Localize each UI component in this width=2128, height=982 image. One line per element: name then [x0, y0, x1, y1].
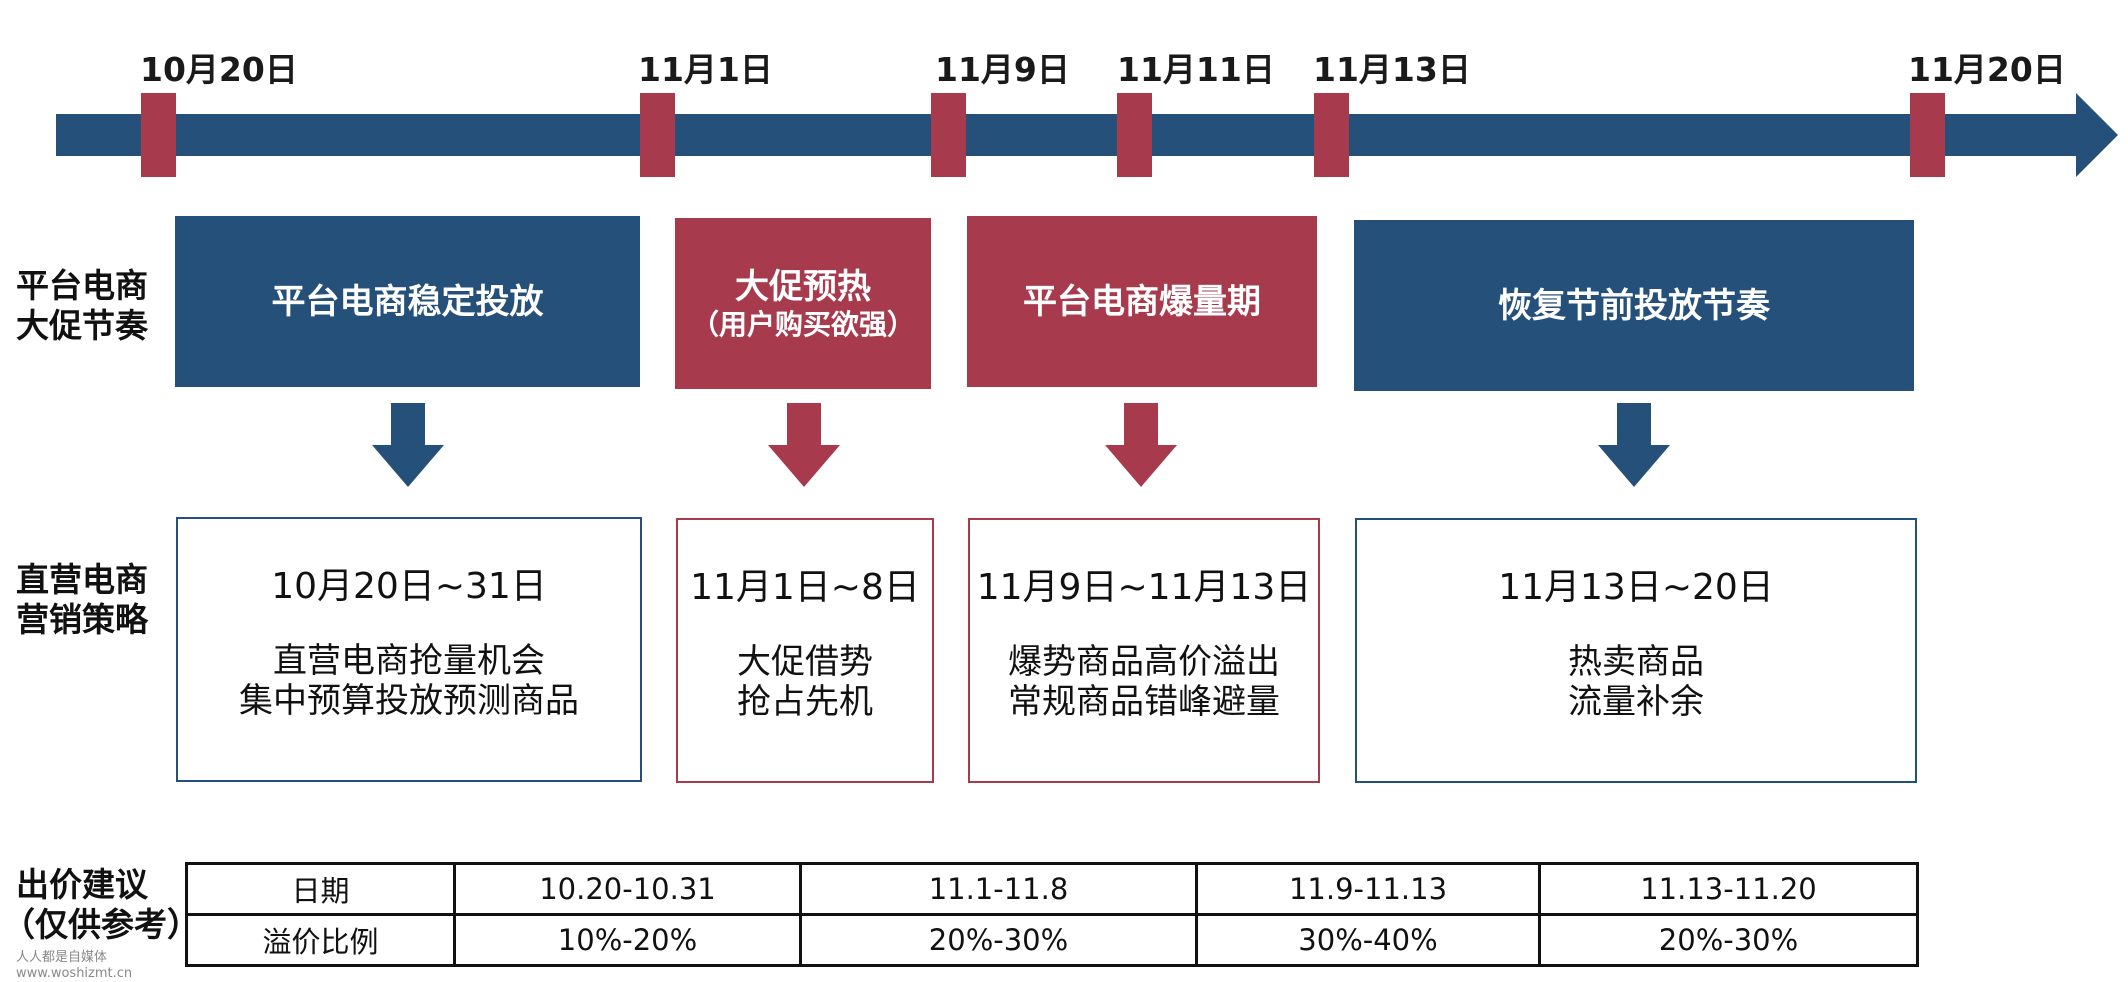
table-cell: 溢价比例 — [185, 913, 456, 967]
row-label-bid: 出价建议 （仅供参考） — [2, 865, 200, 945]
strategy-line: 热卖商品 — [1568, 642, 1704, 682]
strategy-line: 常规商品错峰避量 — [1008, 682, 1280, 722]
row-label-line: （仅供参考） — [2, 905, 200, 944]
strategy-box-nov13: 11月13日~20日 热卖商品 流量补余 — [1355, 518, 1917, 783]
strategy-text: 爆势商品高价溢出 常规商品错峰避量 — [1008, 642, 1280, 722]
strategy-box-nov9: 11月9日~11月13日 爆势商品高价溢出 常规商品错峰避量 — [968, 518, 1320, 783]
row-label-strategy: 直营电商 营销策略 — [16, 560, 148, 640]
table-row: 溢价比例 10%-20% 20%-30% 30%-40% 20%-30% — [185, 913, 1919, 967]
timeline-marker-nov1 — [640, 93, 675, 177]
watermark-line: www.woshizmt.cn — [16, 966, 133, 981]
table-cell: 20%-30% — [799, 913, 1198, 967]
phase-stable-delivery: 平台电商稳定投放 — [175, 216, 640, 387]
strategy-date-range: 11月9日~11月13日 — [976, 567, 1312, 608]
strategy-line: 大促借势 — [737, 642, 873, 682]
phase-pre-heat: 大促预热 （用户购买欲强） — [675, 218, 931, 389]
phase-subtitle: （用户购买欲强） — [690, 307, 915, 341]
table-cell: 11.13-11.20 — [1538, 862, 1919, 916]
strategy-text: 大促借势 抢占先机 — [737, 642, 873, 722]
row-label-line: 营销策略 — [16, 600, 148, 639]
phase-title: 恢复节前投放节奏 — [1498, 285, 1770, 326]
table-cell: 日期 — [185, 862, 456, 916]
table-cell: 11.1-11.8 — [799, 862, 1198, 916]
table-row: 日期 10.20-10.31 11.1-11.8 11.9-11.13 11.1… — [185, 862, 1919, 916]
strategy-box-oct: 10月20日~31日 直营电商抢量机会 集中预算投放预测商品 — [176, 517, 642, 782]
date-label: 11月1日 — [638, 50, 773, 89]
phase-title: 平台电商爆量期 — [1023, 281, 1261, 322]
phase-peak-volume: 平台电商爆量期 — [967, 216, 1317, 387]
table-cell: 10.20-10.31 — [453, 862, 802, 916]
strategy-date-range: 10月20日~31日 — [271, 566, 547, 607]
strategy-text: 直营电商抢量机会 集中预算投放预测商品 — [239, 641, 579, 721]
phase-title: 平台电商稳定投放 — [271, 281, 544, 322]
row-label-line: 直营电商 — [16, 560, 148, 599]
timeline-axis — [56, 114, 2076, 156]
date-label: 11月11日 — [1117, 50, 1275, 89]
table-cell: 10%-20% — [453, 913, 802, 967]
timeline-marker-nov13 — [1314, 93, 1349, 177]
table-cell: 30%-40% — [1195, 913, 1541, 967]
row-label-line: 出价建议 — [16, 865, 148, 904]
timeline-marker-oct20 — [141, 93, 176, 177]
strategy-text: 热卖商品 流量补余 — [1568, 642, 1704, 722]
strategy-date-range: 11月13日~20日 — [1498, 567, 1774, 608]
strategy-line: 流量补余 — [1568, 682, 1704, 722]
strategy-box-nov1: 11月1日~8日 大促借势 抢占先机 — [676, 518, 934, 783]
strategy-line: 直营电商抢量机会 — [273, 641, 545, 681]
strategy-date-range: 11月1日~8日 — [690, 567, 920, 608]
table-cell: 11.9-11.13 — [1195, 862, 1541, 916]
strategy-line: 抢占先机 — [737, 682, 873, 722]
date-label: 11月9日 — [935, 50, 1070, 89]
down-arrow-icon — [1598, 403, 1670, 487]
date-label: 10月20日 — [140, 50, 298, 89]
bid-table: 日期 10.20-10.31 11.1-11.8 11.9-11.13 11.1… — [185, 862, 1919, 967]
phase-resume-rhythm: 恢复节前投放节奏 — [1354, 220, 1914, 391]
watermark: 人人都是自媒体 www.woshizmt.cn — [16, 950, 132, 982]
timeline-marker-nov20 — [1910, 93, 1945, 177]
row-label-line: 大促节奏 — [16, 306, 148, 345]
down-arrow-icon — [1105, 403, 1177, 487]
date-label: 11月20日 — [1908, 50, 2066, 89]
timeline-marker-nov9 — [931, 93, 966, 177]
date-label: 11月13日 — [1313, 50, 1471, 89]
timeline-arrow-head — [2076, 93, 2118, 177]
row-label-line: 平台电商 — [16, 266, 148, 305]
down-arrow-icon — [372, 403, 444, 487]
strategy-line: 集中预算投放预测商品 — [239, 681, 579, 721]
strategy-line: 爆势商品高价溢出 — [1008, 642, 1280, 682]
watermark-line: 人人都是自媒体 — [16, 950, 108, 965]
table-cell: 20%-30% — [1538, 913, 1919, 967]
phase-title: 大促预热 — [735, 266, 871, 307]
down-arrow-icon — [768, 403, 840, 487]
row-label-platform: 平台电商 大促节奏 — [16, 266, 148, 346]
timeline-marker-nov11 — [1117, 93, 1152, 177]
